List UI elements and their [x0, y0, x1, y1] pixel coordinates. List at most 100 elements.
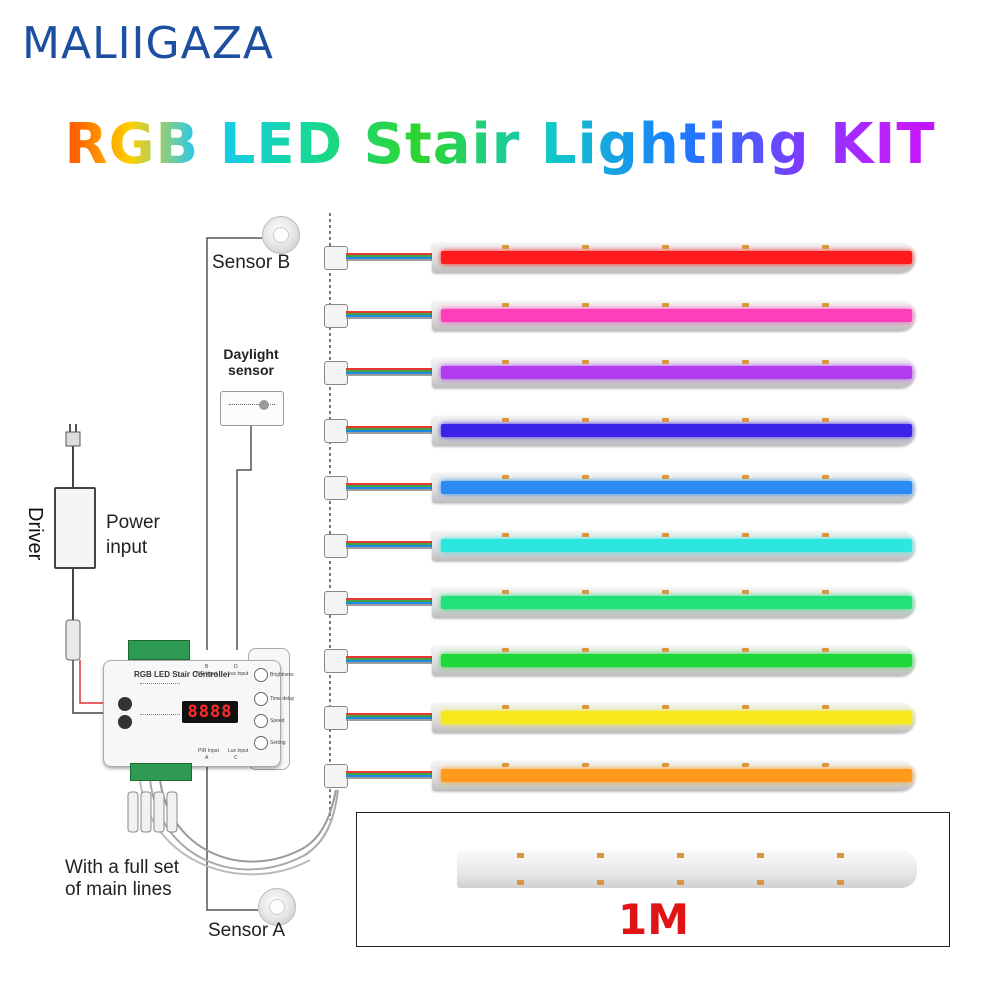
setting-button[interactable] [254, 736, 268, 750]
strip-wires [346, 253, 432, 262]
strip-cut-mark [742, 590, 749, 594]
controller-top-label-lux: Lux input [228, 671, 249, 677]
strip-cut-mark [837, 880, 844, 885]
terminal-block-top [128, 640, 190, 660]
strip-cut-mark [502, 475, 509, 479]
sensor-b-icon [262, 216, 300, 254]
strip-wires [346, 310, 432, 320]
strip-cut-mark [822, 647, 829, 652]
strip-cut-mark [662, 705, 669, 709]
strip-cut-mark [582, 532, 589, 537]
strip-cut-mark [822, 590, 829, 594]
sensor-b-label: Sensor B [212, 252, 291, 273]
strip-cut-mark [742, 762, 749, 767]
strip-connector [324, 706, 348, 730]
strip-cut-mark [502, 762, 509, 767]
controller-top-label-b: B [205, 664, 209, 670]
speed-button-label: Speed [270, 718, 285, 724]
strip-cut-mark [502, 590, 509, 594]
daylight-sensor-label: Daylight sensor [216, 346, 286, 378]
sensor-a-label: Sensor A [208, 920, 286, 941]
sensor-a-icon [258, 888, 296, 926]
strip-cut-mark [597, 880, 604, 885]
strip-wires [346, 368, 432, 377]
strip-cut-mark [757, 853, 764, 858]
strip-cut-mark [757, 880, 764, 885]
time-delay-button[interactable] [254, 692, 268, 706]
main-lines-label: With a full set of main lines [65, 857, 179, 901]
strip-cut-mark [822, 245, 829, 249]
strip-cut-mark [662, 475, 669, 479]
strip-connector [324, 303, 348, 328]
strip-cut-mark [822, 532, 829, 537]
strip-cut-mark [677, 880, 684, 885]
strip-cut-mark [662, 647, 669, 652]
controller-top-label-d: D [234, 664, 238, 670]
power-label-line1: Power [106, 512, 160, 533]
strip-cut-mark [582, 475, 589, 479]
controller-top-label-pir: PIR Input [196, 671, 217, 677]
led-strip-light [441, 538, 912, 552]
led-strip [432, 703, 915, 733]
strip-connector [324, 418, 348, 443]
led-strip-light [441, 251, 912, 264]
strip-cut-mark [822, 302, 829, 307]
strip-cut-mark [502, 705, 509, 709]
terminal-block-bottom [130, 763, 192, 781]
strip-cut-mark [662, 245, 669, 249]
strip-wires [346, 770, 432, 780]
strip-cut-mark [502, 360, 509, 364]
strip-cut-mark [597, 853, 604, 858]
led-strip [432, 530, 915, 561]
strip-cut-mark [742, 647, 749, 652]
strip-wires [346, 483, 432, 492]
led-strip-light [441, 308, 912, 322]
strip-cut-mark [502, 532, 509, 537]
led-strip [432, 645, 915, 676]
strip-cut-mark [742, 417, 749, 422]
strip-cut-mark [742, 360, 749, 364]
led-strip [432, 588, 915, 618]
led-strip [432, 243, 915, 273]
led-strip [432, 300, 915, 331]
controller-port-icon [118, 697, 132, 711]
brightness-button[interactable] [254, 668, 268, 682]
setting-button-label: Setting [270, 740, 286, 746]
led-strip [432, 760, 915, 791]
led-strip [432, 473, 915, 503]
brand-logo: MALIIGAZA [22, 18, 274, 69]
led-strip [432, 415, 915, 446]
strip-connector [324, 476, 348, 500]
inset-led-strip [457, 850, 917, 888]
controller-display: 8888 [182, 701, 238, 723]
strip-wires [346, 540, 432, 550]
controller-port-icon [118, 715, 132, 729]
strip-cut-mark [822, 475, 829, 479]
led-strip-light [441, 768, 912, 782]
strip-cut-mark [662, 417, 669, 422]
page-title: RGB LED Stair Lighting KIT [0, 112, 1000, 177]
controller-bottom-label-pir: PIR Input [198, 748, 219, 754]
controller-bottom-label-lux: Lux input [228, 748, 249, 754]
strip-connector [324, 763, 348, 788]
strip-connector [324, 648, 348, 673]
power-input-label: Power input [106, 510, 160, 560]
driver-label: Driver [24, 507, 46, 561]
led-strip-light [441, 481, 912, 494]
strip-cut-mark [582, 245, 589, 249]
daylight-label-line1: Daylight [223, 346, 279, 362]
strip-wires [346, 598, 432, 607]
strip-cut-mark [582, 762, 589, 767]
strip-cut-mark [822, 417, 829, 422]
strip-cut-mark [582, 417, 589, 422]
strip-cut-mark [742, 532, 749, 537]
strip-cut-mark [662, 590, 669, 594]
driver-icon [54, 487, 96, 569]
controller-spec-text [140, 683, 180, 715]
led-strip [432, 358, 915, 388]
stair-controller: RGB LED Stair Controller 8888 [103, 660, 281, 767]
strip-connector [324, 591, 348, 615]
strip-cut-mark [502, 245, 509, 249]
led-strip-light [441, 711, 912, 724]
speed-button[interactable] [254, 714, 268, 728]
